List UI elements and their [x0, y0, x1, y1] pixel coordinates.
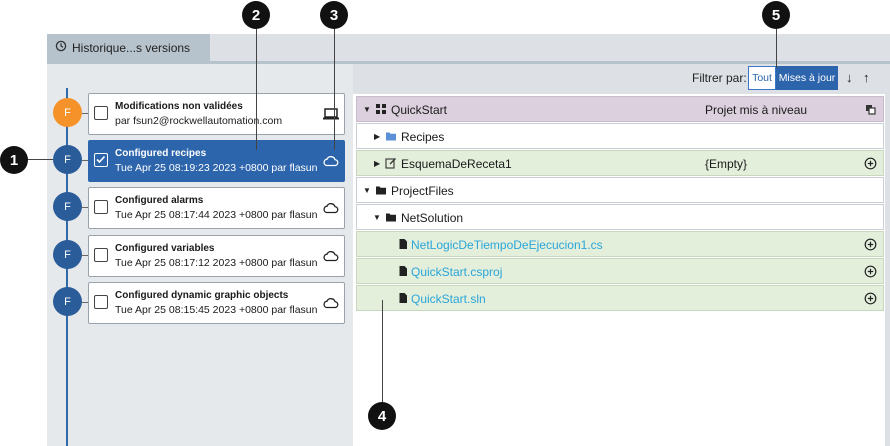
commit-subtitle: Tue Apr 25 08:17:12 2023 +0800 par flasu…: [115, 257, 318, 269]
cloud-icon: [322, 201, 340, 215]
tree-node-label: EsquemaDeReceta1: [401, 157, 512, 171]
commit-checkbox[interactable]: [94, 106, 108, 120]
filter-updates-button[interactable]: Mises à jour: [776, 66, 838, 90]
cloud-icon: [322, 249, 340, 263]
tree-row-esquemadereceta1[interactable]: ▶ EsquemaDeReceta1 {Empty}: [356, 150, 884, 176]
tree-file-link[interactable]: QuickStart.sln: [411, 292, 486, 306]
caret-down-icon[interactable]: ▼: [363, 105, 371, 114]
timeline-connector: [82, 207, 89, 208]
tree-file-link[interactable]: NetLogicDeTiempoDeEjecucion1.cs: [411, 238, 603, 252]
commit-title: Configured recipes: [115, 148, 207, 159]
tree-node-label: Recipes: [401, 130, 445, 144]
tab-version-history[interactable]: Historique...s versions: [47, 34, 210, 61]
tree-row-netsolution[interactable]: ▼ NetSolution: [356, 204, 884, 230]
callout-3: 3: [320, 1, 348, 29]
commit-subtitle: par fsun2@rockwellautomation.com: [115, 115, 283, 127]
add-circle-icon[interactable]: [864, 292, 877, 305]
commit-subtitle: Tue Apr 25 08:19:23 2023 +0800 par flasu…: [115, 162, 318, 174]
tree-node-label: NetSolution: [401, 211, 464, 225]
callout-leader-4: [382, 300, 383, 405]
commit-badge: F: [53, 98, 82, 127]
tree-node-label: QuickStart: [391, 103, 448, 117]
tree-row-quickstart[interactable]: ▼ QuickStart Projet mis à niveau: [356, 96, 884, 122]
commit-checkbox[interactable]: [94, 248, 108, 262]
callout-4: 4: [368, 402, 396, 430]
callout-2: 2: [242, 1, 270, 29]
file-icon: [397, 292, 409, 304]
copy-icon[interactable]: [864, 103, 877, 116]
caret-right-icon[interactable]: ▶: [374, 132, 381, 141]
timeline-connector: [82, 160, 89, 161]
tree-row-recipes[interactable]: ▶ Recipes: [356, 123, 884, 149]
folder-icon: [385, 130, 397, 142]
grid-icon: [375, 103, 387, 115]
commit-checkbox-checked[interactable]: [94, 153, 108, 167]
tree-node-status: Projet mis à niveau: [705, 103, 808, 117]
tree-file-link[interactable]: QuickStart.csproj: [411, 265, 503, 279]
tree-row-csproj-file[interactable]: QuickStart.csproj: [356, 258, 884, 284]
commit-title: Configured alarms: [115, 195, 204, 206]
callout-leader-1: [27, 159, 53, 160]
tab-strip-underline: [47, 61, 890, 64]
commit-item-uncommitted[interactable]: Modifications non validées par fsun2@roc…: [88, 93, 345, 135]
commit-title: Modifications non validées: [115, 101, 243, 112]
commit-badge: F: [53, 240, 82, 269]
history-icon: [55, 40, 67, 55]
timeline-connector: [82, 255, 89, 256]
callout-leader-2: [256, 28, 257, 150]
callout-leader-3: [334, 28, 335, 150]
laptop-icon: [322, 107, 340, 121]
callout-5: 5: [762, 1, 790, 29]
commit-badge: F: [53, 287, 82, 316]
filter-all-button[interactable]: Tout: [748, 66, 776, 90]
cloud-icon: [322, 154, 340, 168]
caret-right-icon[interactable]: ▶: [374, 159, 381, 168]
add-circle-icon[interactable]: [864, 265, 877, 278]
caret-down-icon[interactable]: ▼: [363, 186, 371, 195]
tab-title: Historique...s versions: [72, 40, 191, 55]
commit-item-configured-alarms[interactable]: Configured alarms Tue Apr 25 08:17:44 20…: [88, 187, 345, 229]
edit-icon: [385, 157, 397, 169]
folder-icon: [385, 211, 397, 223]
tree-row-projectfiles[interactable]: ▼ ProjectFiles: [356, 177, 884, 203]
add-circle-icon[interactable]: [864, 238, 877, 251]
commit-subtitle: Tue Apr 25 08:17:44 2023 +0800 par flasu…: [115, 209, 318, 221]
cloud-icon: [322, 296, 340, 310]
commit-badge: F: [53, 192, 82, 221]
commit-badge: F: [53, 145, 82, 174]
commit-item-configured-dynamic-graphic-objects[interactable]: Configured dynamic graphic objects Tue A…: [88, 282, 345, 324]
tree-row-netlogic-file[interactable]: NetLogicDeTiempoDeEjecucion1.cs: [356, 231, 884, 257]
commit-checkbox[interactable]: [94, 295, 108, 309]
commit-item-configured-recipes[interactable]: Configured recipes Tue Apr 25 08:19:23 2…: [88, 140, 345, 182]
timeline-connector: [82, 113, 89, 114]
tree-node-label: ProjectFiles: [391, 184, 454, 198]
caret-down-icon[interactable]: ▼: [373, 213, 381, 222]
commit-title: Configured variables: [115, 243, 215, 254]
timeline-connector: [82, 302, 89, 303]
tree-node-value: {Empty}: [705, 157, 748, 171]
filter-label: Filtrer par:: [692, 71, 747, 85]
commit-subtitle: Tue Apr 25 08:15:45 2023 +0800 par flasu…: [115, 304, 318, 316]
callout-leader-5: [776, 28, 777, 68]
add-circle-icon[interactable]: [864, 157, 877, 170]
callout-1: 1: [0, 146, 28, 174]
commit-checkbox[interactable]: [94, 200, 108, 214]
commit-title: Configured dynamic graphic objects: [115, 290, 289, 301]
tree-row-sln-file[interactable]: QuickStart.sln: [356, 285, 884, 311]
commit-item-configured-variables[interactable]: Configured variables Tue Apr 25 08:17:12…: [88, 235, 345, 277]
sort-up-icon[interactable]: ↑: [863, 70, 870, 85]
file-icon: [397, 265, 409, 277]
file-icon: [397, 238, 409, 250]
folder-icon: [375, 184, 387, 196]
sort-down-icon[interactable]: ↓: [846, 70, 853, 85]
